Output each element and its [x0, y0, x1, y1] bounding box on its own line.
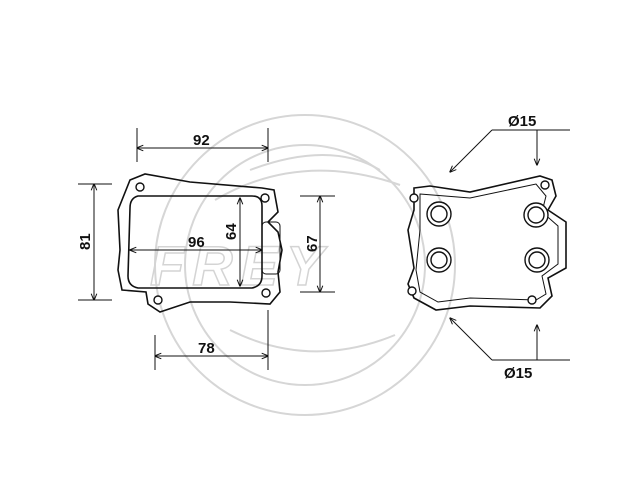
- mount-hole: [540, 180, 550, 190]
- left-part-outline: [117, 173, 283, 313]
- left-inner-frame: [127, 195, 263, 289]
- right-part-outline: [407, 175, 567, 311]
- dimension-label-81: 81: [77, 233, 94, 250]
- dimension-label-64: 64: [223, 223, 240, 240]
- mount-hole: [527, 295, 537, 305]
- port-hole: [430, 251, 448, 269]
- watermark-text: FREY: [150, 234, 331, 297]
- dimension-label-67: 67: [304, 235, 321, 252]
- dimension-label-96: 96: [188, 234, 205, 251]
- port-hole: [528, 251, 546, 269]
- dimension-label-78: 78: [198, 340, 215, 357]
- right-part: Ø15 Ø15: [407, 113, 570, 382]
- mount-hole: [261, 288, 271, 298]
- port-hole: [527, 206, 545, 224]
- mount-hole: [260, 193, 270, 203]
- watermark-logo: FREY: [149, 114, 456, 416]
- right-part-inner-outline: [415, 183, 559, 303]
- mount-hole: [153, 295, 163, 305]
- dimension-label-92: 92: [193, 132, 210, 149]
- mount-hole: [407, 286, 417, 296]
- mount-hole: [135, 182, 145, 192]
- mount-hole: [409, 193, 419, 203]
- dimension-label-diameter-top: Ø15: [508, 113, 536, 130]
- dimension-label-diameter-bottom: Ø15: [504, 365, 532, 382]
- left-part: 92 81 64 96 78 67: [77, 128, 335, 370]
- port-hole: [430, 205, 448, 223]
